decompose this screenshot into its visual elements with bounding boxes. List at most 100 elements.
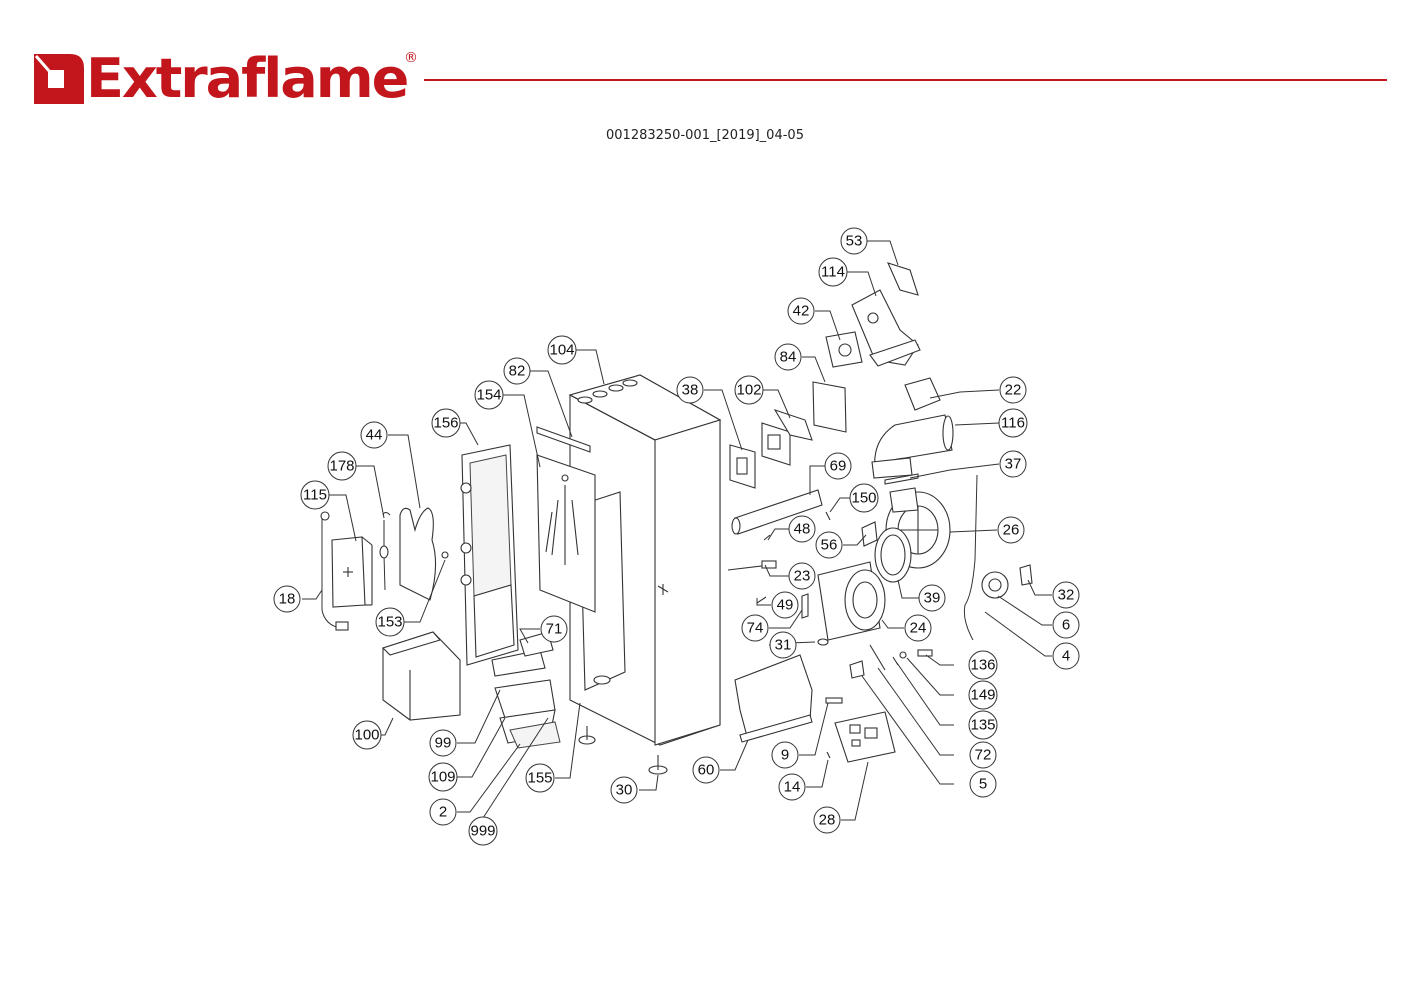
part-bracket (887, 262, 919, 296)
part-tube (731, 489, 823, 535)
callout-30: 30 (610, 776, 638, 804)
part-safety-switch (849, 660, 865, 679)
callout-circle (904, 614, 932, 642)
callout-label: 5 (979, 776, 987, 793)
callout-circle (769, 631, 797, 659)
callout-178: 178 (327, 451, 357, 481)
callout-circle (815, 531, 843, 559)
brand-name: Extraflame (86, 47, 409, 110)
callout-circle (969, 741, 997, 769)
callout-label: 26 (1003, 522, 1020, 539)
callout-label: 28 (819, 812, 836, 829)
part-thermostat (917, 649, 933, 657)
callout-100: 100 (352, 720, 382, 750)
part-sensor-rod (869, 644, 886, 671)
part-rail (536, 426, 591, 453)
registered-mark: ® (404, 50, 418, 66)
callout-circle (431, 408, 461, 438)
callout-circle (968, 650, 998, 680)
callout-circle (788, 515, 816, 543)
part-washer (441, 551, 449, 559)
callout-circle (787, 297, 815, 325)
callout-44: 44 (360, 421, 388, 449)
callout-circle (849, 483, 879, 513)
callout-label: 30 (616, 782, 633, 799)
callout-label: 48 (794, 521, 811, 538)
callout-label: 71 (546, 621, 563, 638)
callout-circle (428, 762, 458, 792)
callout-circle (352, 720, 382, 750)
callout-label: 100 (354, 727, 379, 744)
callout-49: 49 (771, 591, 799, 619)
callout-32: 32 (1052, 581, 1080, 609)
part-pressure-switch (904, 377, 941, 411)
callout-label: 53 (846, 233, 863, 250)
callout-label: 18 (279, 591, 296, 608)
callout-circle (327, 451, 357, 481)
callout-circle (360, 421, 388, 449)
callout-circle (692, 756, 720, 784)
callout-circle (503, 357, 531, 385)
callout-label: 31 (775, 637, 792, 654)
callout-26: 26 (997, 516, 1025, 544)
callout-39: 39 (918, 584, 946, 612)
callout-116: 116 (998, 408, 1028, 438)
callout-72: 72 (969, 741, 997, 769)
callout-label: 42 (793, 303, 810, 320)
callout-5: 5 (969, 770, 997, 798)
part-flue-pipe (871, 414, 954, 479)
callout-label: 9 (781, 747, 789, 764)
part-gasket (399, 507, 437, 601)
callout-71: 71 (540, 615, 568, 643)
callout-circle (525, 763, 555, 793)
callout-label: 104 (549, 342, 574, 359)
part-gear-motor (981, 571, 1009, 599)
callout-circle (676, 376, 704, 404)
callout-18: 18 (273, 585, 301, 613)
callout-label: 115 (303, 487, 327, 504)
callout-60: 60 (692, 756, 720, 784)
callout-label: 32 (1058, 587, 1075, 604)
callout-label: 135 (970, 717, 995, 734)
callout-74: 74 (741, 614, 769, 642)
part-gasket-strip (884, 473, 919, 485)
part-circuit-board (834, 711, 896, 763)
callout-circle (734, 375, 764, 405)
callout-circle (1052, 611, 1080, 639)
callout-circle (1052, 581, 1080, 609)
callout-label: 6 (1062, 617, 1070, 634)
part-igniter (727, 560, 777, 571)
callout-label: 39 (924, 590, 941, 607)
part-screw (825, 511, 831, 521)
callout-circle (818, 257, 848, 287)
logo-mark-icon (34, 54, 84, 104)
part-probe-wire (963, 474, 978, 641)
callout-23: 23 (788, 562, 816, 590)
callout-150: 150 (849, 483, 879, 513)
callout-102: 102 (734, 375, 764, 405)
callout-14: 14 (778, 773, 806, 801)
callout-circle (273, 585, 301, 613)
part-door-frame (460, 444, 519, 666)
callout-label: 60 (698, 762, 715, 779)
callout-circle (918, 584, 946, 612)
callout-115: 115 (300, 480, 330, 510)
header-rule (424, 79, 1387, 81)
callout-label: 23 (794, 568, 811, 585)
callout-84: 84 (774, 343, 802, 371)
callout-label: 156 (433, 415, 458, 432)
part-flue-body (851, 289, 921, 367)
callout-circle (771, 741, 799, 769)
callout-circle (824, 452, 852, 480)
callout-circle (1052, 642, 1080, 670)
callout-109: 109 (428, 762, 458, 792)
callout-label: 136 (970, 657, 995, 674)
callout-circle (999, 450, 1027, 478)
callout-24: 24 (904, 614, 932, 642)
callout-label: 37 (1005, 456, 1022, 473)
callout-82: 82 (503, 357, 531, 385)
callout-999: 999 (468, 816, 498, 846)
callout-31: 31 (769, 631, 797, 659)
callout-6: 6 (1052, 611, 1080, 639)
